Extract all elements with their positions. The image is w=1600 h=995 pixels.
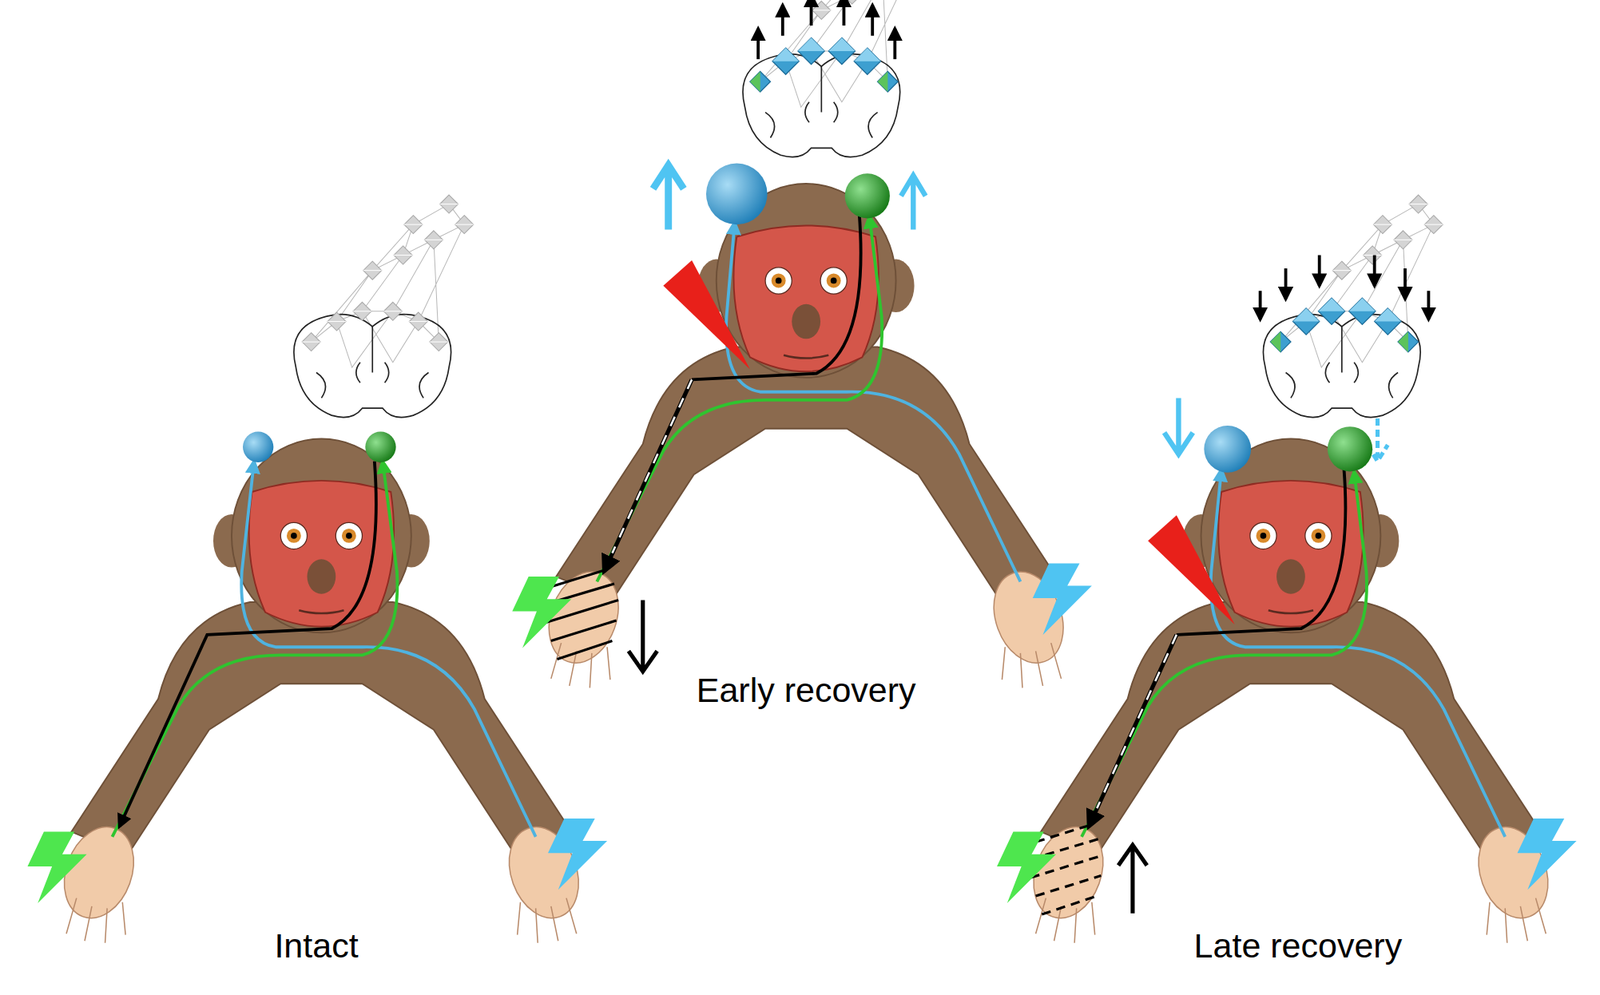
panel-label: Early recovery bbox=[696, 670, 917, 711]
network-nodes bbox=[1270, 297, 1418, 353]
green-up-arrow bbox=[901, 175, 926, 231]
blue-pathway bbox=[726, 222, 1021, 583]
illustration-part bbox=[756, 28, 760, 60]
illustration-part bbox=[893, 28, 897, 60]
left-cortex-sphere bbox=[1203, 425, 1251, 473]
hand-hatching bbox=[545, 569, 619, 660]
right-cortex-sphere bbox=[365, 432, 396, 463]
illustration-part bbox=[1036, 875, 1102, 897]
lesion-wedge bbox=[1147, 515, 1235, 625]
green-stimulus bbox=[512, 576, 572, 648]
illustration-part bbox=[1426, 290, 1430, 320]
network-nodes bbox=[301, 301, 449, 351]
blue-stimulus bbox=[1517, 818, 1577, 890]
green-pathway bbox=[596, 216, 882, 583]
up-arrows bbox=[758, 0, 895, 60]
monkey-body bbox=[536, 183, 1076, 688]
brain-network bbox=[293, 194, 474, 417]
illustration-part bbox=[809, 0, 814, 26]
illustration-part bbox=[1036, 825, 1092, 843]
green-stimulus bbox=[27, 832, 87, 904]
green-pathway bbox=[112, 461, 398, 838]
hand-up-arrow bbox=[1118, 845, 1148, 914]
illustration-part bbox=[1041, 896, 1097, 915]
down-arrows bbox=[1260, 254, 1430, 320]
brain-network bbox=[1262, 194, 1443, 417]
lesion-dashes bbox=[1096, 635, 1177, 809]
panel-label: Late recovery bbox=[1194, 927, 1403, 967]
illustration-part bbox=[556, 641, 612, 660]
blue-stimulus bbox=[1032, 563, 1092, 635]
right-cortex-sphere bbox=[845, 173, 890, 219]
green-stimulus bbox=[996, 832, 1057, 904]
illustration-part bbox=[1284, 268, 1288, 299]
early-monkey bbox=[512, 0, 1092, 688]
monkey-body bbox=[51, 439, 591, 944]
lesioned-pathway bbox=[603, 379, 692, 572]
illustration-part bbox=[781, 4, 785, 36]
illustration-part bbox=[1258, 290, 1263, 320]
left-cortex-sphere bbox=[242, 432, 274, 463]
intact-monkey bbox=[27, 194, 608, 944]
blue-pathway bbox=[1210, 469, 1505, 838]
brain-network bbox=[742, 0, 923, 158]
blue-up-arrow bbox=[653, 165, 684, 231]
motor-pathway bbox=[691, 212, 862, 381]
late-monkey bbox=[996, 194, 1577, 944]
illustration-part bbox=[551, 620, 617, 642]
monkey-body bbox=[1021, 439, 1561, 944]
illustration-part bbox=[1403, 268, 1407, 299]
illustration-part bbox=[1373, 254, 1377, 286]
illustration-part bbox=[551, 569, 608, 588]
illustration-part bbox=[842, 0, 846, 26]
left-cortex-sphere bbox=[706, 162, 768, 225]
motor-pathway bbox=[119, 461, 376, 828]
panel-label: Intact bbox=[273, 927, 358, 967]
illustration-part bbox=[870, 4, 874, 36]
blue-stimulus bbox=[547, 818, 608, 890]
green-pathway bbox=[1081, 471, 1367, 838]
hand-down-arrow bbox=[628, 599, 658, 671]
motor-pathway bbox=[1176, 467, 1346, 636]
lesion-dashes bbox=[611, 379, 692, 553]
illustration-part bbox=[1318, 254, 1322, 286]
blue-down-arrow bbox=[1164, 397, 1194, 454]
right-cortex-sphere bbox=[1327, 426, 1373, 472]
lesioned-pathway bbox=[1088, 635, 1177, 827]
hand-hatching bbox=[1030, 825, 1104, 915]
network-nodes bbox=[750, 37, 898, 92]
lesion-wedge bbox=[663, 260, 751, 370]
